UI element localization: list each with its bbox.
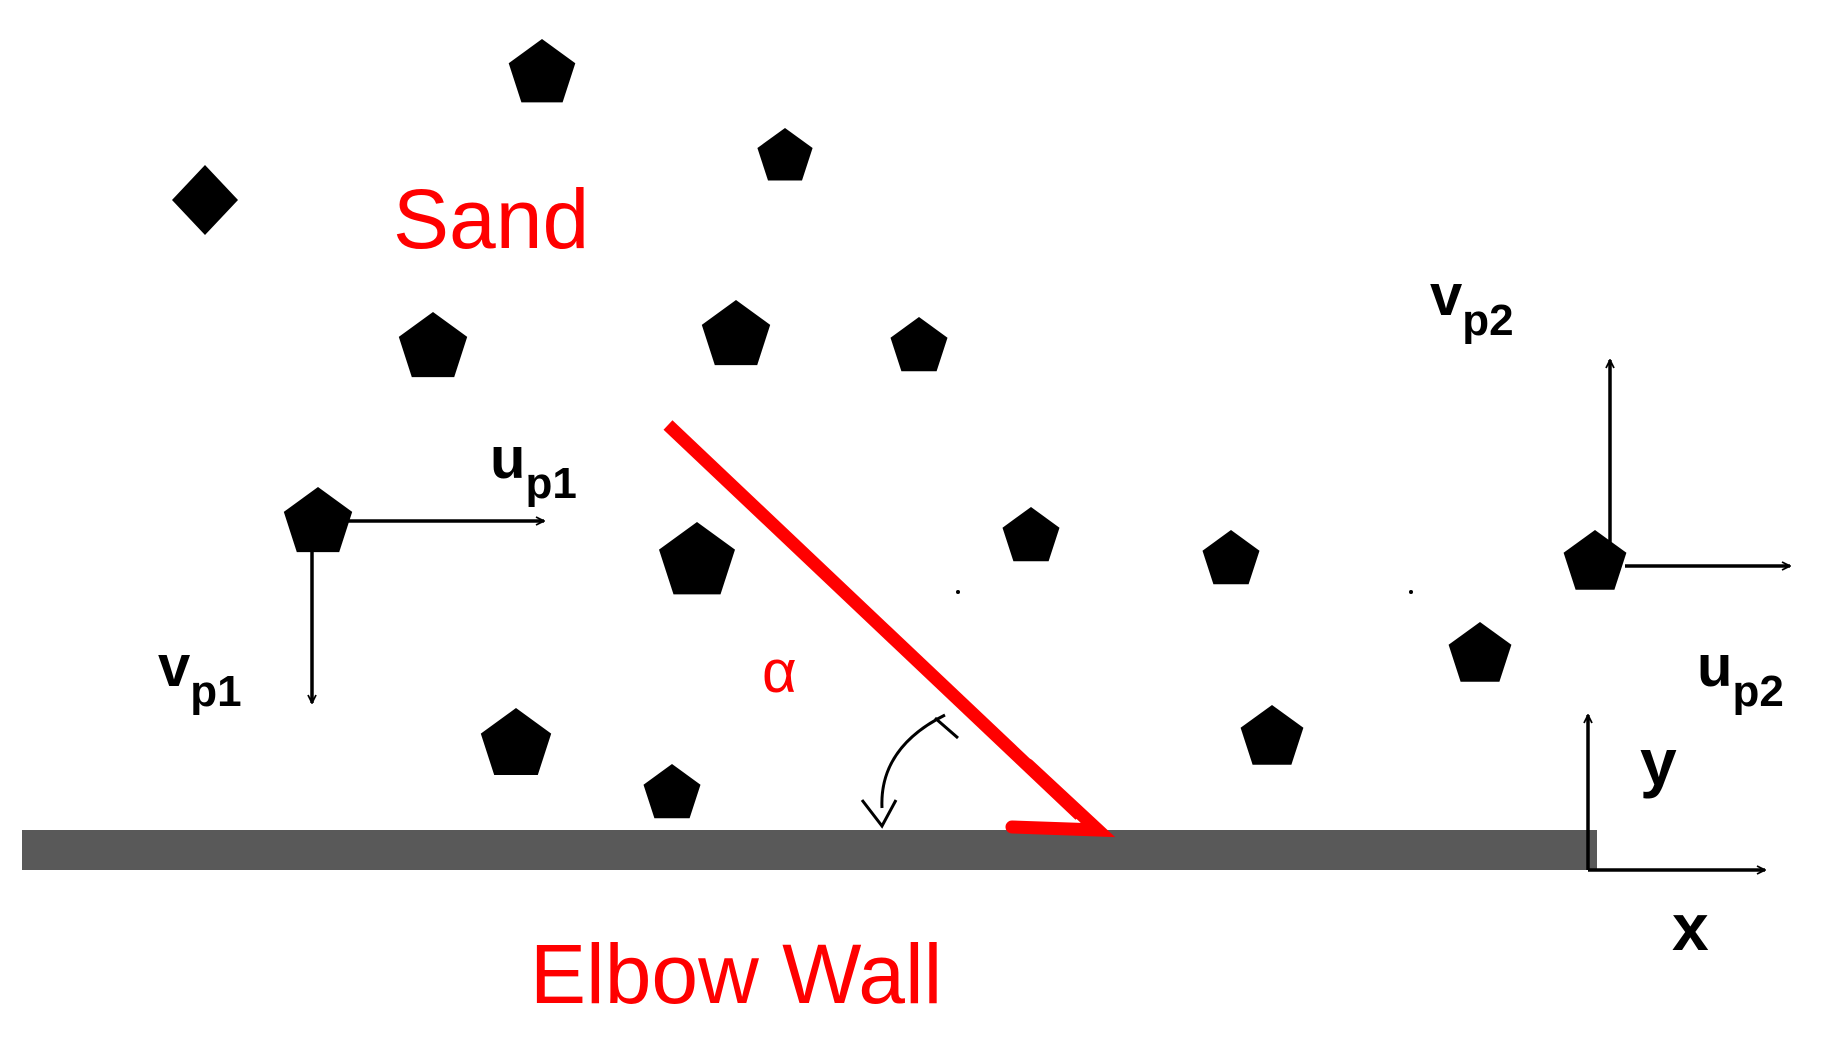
elbow-wall-label: Elbow Wall <box>530 927 942 1021</box>
diamond-particle-icon <box>172 165 238 235</box>
impact-angle-arc-tail <box>934 716 959 740</box>
impact-trajectory-arrow <box>663 420 1085 820</box>
pentagon-particle-icon <box>643 764 701 819</box>
pentagon-particle-icon <box>659 522 735 595</box>
up2-label: up2 <box>1697 634 1784 716</box>
dust-dot <box>1409 590 1413 594</box>
pentagon-particle-icon <box>1002 507 1060 562</box>
pentagon-particle-icon <box>701 300 771 366</box>
impact-angle-arc <box>880 713 946 809</box>
alpha-label: α <box>762 638 797 705</box>
impact-angle-arc-head <box>860 799 898 829</box>
sand-particles <box>172 39 1627 819</box>
y-axis-label: y <box>1640 725 1677 799</box>
elbow-wall <box>22 830 1597 870</box>
pentagon-particle-icon <box>1448 622 1512 682</box>
pentagon-particle-icon <box>1202 530 1260 585</box>
vp2-label: vp2 <box>1430 263 1514 345</box>
pentagon-particle-icon <box>1240 705 1304 765</box>
dust-dot <box>956 590 960 594</box>
pentagon-particle-icon <box>508 39 576 103</box>
pentagon-particle-icon <box>398 312 468 378</box>
sand-label: Sand <box>393 172 589 266</box>
up1-label: up1 <box>490 426 577 508</box>
x-axis-label: x <box>1672 890 1709 964</box>
pentagon-particle-icon <box>480 708 552 775</box>
pentagon-particle-icon <box>890 317 948 372</box>
pentagon-particle-icon <box>283 487 353 553</box>
vp1-label: vp1 <box>158 634 242 716</box>
impact-trajectory-arrowhead <box>1005 758 1116 838</box>
pentagon-particle-icon <box>757 128 813 181</box>
pentagon-particle-icon <box>1563 530 1627 590</box>
